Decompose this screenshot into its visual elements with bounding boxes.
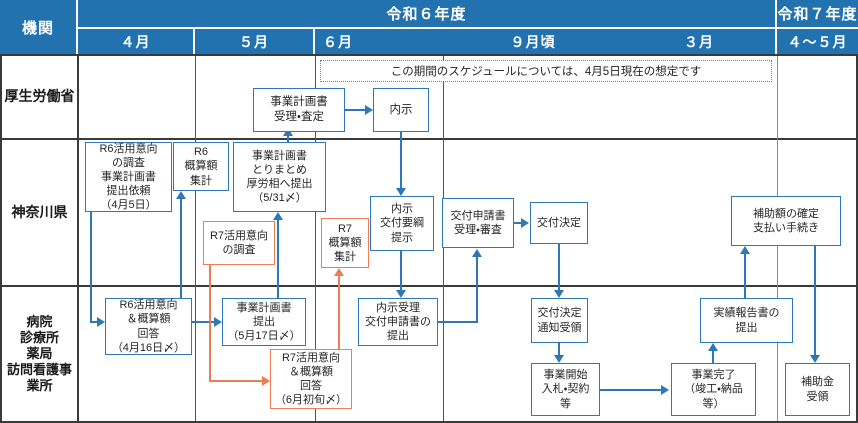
conn-fc-start-to-complete (600, 388, 662, 392)
header-month-june: ６月 (315, 27, 443, 54)
header-month-may: ５月 (195, 27, 315, 54)
conn-kn-r7survey-down (209, 265, 212, 382)
box-fc-r7-answer[interactable]: R7活用意向 ＆概算額 回答 （6月初旬〆） (270, 349, 352, 409)
conn-kn-r7survey-right (209, 379, 264, 383)
conn-fc-plan-up (277, 219, 280, 299)
box-kn-grant-decision[interactable]: 交付決定 (530, 202, 588, 244)
col-divider-may-jun (315, 56, 316, 421)
arrowhead-fc-complete-to-report (708, 343, 718, 351)
conn-mhlw-naiji-down (400, 132, 403, 189)
box-mhlw-naiji[interactable]: 内示 (373, 88, 429, 132)
assumption-note: この期間のスケジュールについては、4月5日現在の想定です (320, 60, 772, 82)
box-kn-r7-estimate-total[interactable]: R7 概算額 集計 (321, 218, 369, 268)
arrowhead-fc-answer-to-kn-sum (176, 191, 186, 199)
row-label-facilities: 病院 診療所 薬局 訪問看護事 業所 (6, 314, 72, 393)
box-fc-project-start[interactable]: 事業開始 入札・契約 等 (531, 363, 600, 416)
row-label-mhlw: 厚生労働省 (4, 88, 75, 105)
header-org-column: 機関 (0, 0, 78, 54)
arrowhead-mhlw-naiji-to-kn (396, 188, 406, 196)
arrowhead-fc-notice-to-start (554, 355, 564, 363)
col-divider-org (77, 54, 79, 423)
conn-kn-amount-to-fc-payment (814, 246, 817, 356)
arrowhead-kn-r7survey-to-fc-answer (262, 376, 270, 386)
conn-fc-answer-up (180, 198, 183, 322)
conn-kn-naiji-down (400, 251, 403, 291)
conn-fc-answer-to-plan (192, 320, 214, 324)
col-divider-apr-may (195, 56, 196, 421)
conn-kn-review-to-decision (514, 221, 522, 225)
arrowhead-kn-compile-to-mhlw (283, 128, 293, 136)
box-mhlw-receive-review[interactable]: 事業計画書 受理・査定 (253, 88, 345, 132)
arrowhead-fc-plan-to-kn-compile (273, 212, 283, 220)
box-kn-r6-estimate-total[interactable]: R6 概算額 集計 (173, 142, 229, 191)
header-month-march: ３月 (623, 27, 777, 54)
box-kn-naiji-guideline[interactable]: 内示 交付要綱 提示 (370, 196, 434, 251)
conn-fc-apply-up (476, 256, 479, 321)
conn-kn-survey-right (90, 320, 99, 324)
conn-fc-notice-to-start (558, 343, 561, 356)
box-fc-subsidy-received[interactable]: 補助金 受領 (785, 363, 850, 416)
arrowhead-kn-amount-to-fc-payment (810, 355, 820, 363)
header-month-april: ４月 (78, 27, 195, 54)
arrowhead-kn-decision-to-fc (554, 290, 564, 298)
row-label-kanagawa: 神奈川県 (11, 203, 68, 220)
header-month-september: ９月頃 (443, 27, 623, 54)
box-kn-r6-survey[interactable]: R6活用意向 の調査 事業計画書 提出依頼 （4月5日） (85, 142, 172, 212)
header-year-reiwa7: 令和７年度 (777, 0, 858, 27)
conn-fc-complete-to-report (712, 350, 715, 364)
box-kn-r7-survey[interactable]: R7活用意向 の調査 (203, 221, 275, 265)
table-frame (0, 54, 858, 423)
box-fc-decision-notice[interactable]: 交付決定 通知受領 (531, 298, 588, 343)
box-kn-amount-confirmation[interactable]: 補助額の確定 支払い手続き (731, 196, 841, 246)
arrowhead-fc-answer-to-plan (214, 317, 222, 327)
header-year-reiwa6: 令和６年度 (78, 0, 777, 27)
arrowhead-mhlw-receive-to-naiji (365, 105, 373, 115)
box-fc-result-report[interactable]: 実績報告書の 提出 (700, 298, 793, 343)
arrowhead-fc-apply-to-kn-review (472, 249, 482, 257)
row-divider-1 (0, 138, 858, 140)
conn-mhlw-receive-to-naiji (345, 108, 365, 112)
box-kn-plan-compile-submit[interactable]: 事業計画書 とりまとめ 厚労相へ提出 （5/31〆） (233, 142, 326, 212)
arrowhead-kn-review-to-decision (521, 218, 529, 228)
conn-fc-apply-right (438, 320, 478, 324)
box-kn-application-review[interactable]: 交付申請書 受理・審査 (442, 198, 514, 248)
arrowhead-kn-survey-to-fc-answer (97, 317, 105, 327)
arrowhead-fc-start-to-complete (661, 385, 669, 395)
box-fc-plan-submit[interactable]: 事業計画書 提出 （5月17日〆） (222, 298, 306, 346)
conn-kn-survey-down (90, 212, 93, 322)
box-fc-naiji-application[interactable]: 内示受理 交付申請書の 提出 (358, 298, 438, 346)
conn-fc-r7answer-up (338, 275, 341, 382)
arrowhead-kn-naiji-to-fc (396, 290, 406, 298)
conn-kn-decision-down (558, 244, 561, 291)
box-fc-r6-answer[interactable]: R6活用意向 ＆概算額 回答 （4月16日〆） (105, 298, 192, 355)
conn-fc-report-to-kn-amount (744, 253, 747, 299)
arrowhead-fc-r7answer-to-kn-sum (334, 268, 344, 276)
box-fc-project-complete[interactable]: 事業完了 （竣工・納品 等） (671, 363, 756, 416)
header-month-april-may: ４〜５月 (777, 27, 858, 54)
arrowhead-fc-report-to-kn-amount (740, 246, 750, 254)
row-divider-2 (0, 285, 858, 287)
